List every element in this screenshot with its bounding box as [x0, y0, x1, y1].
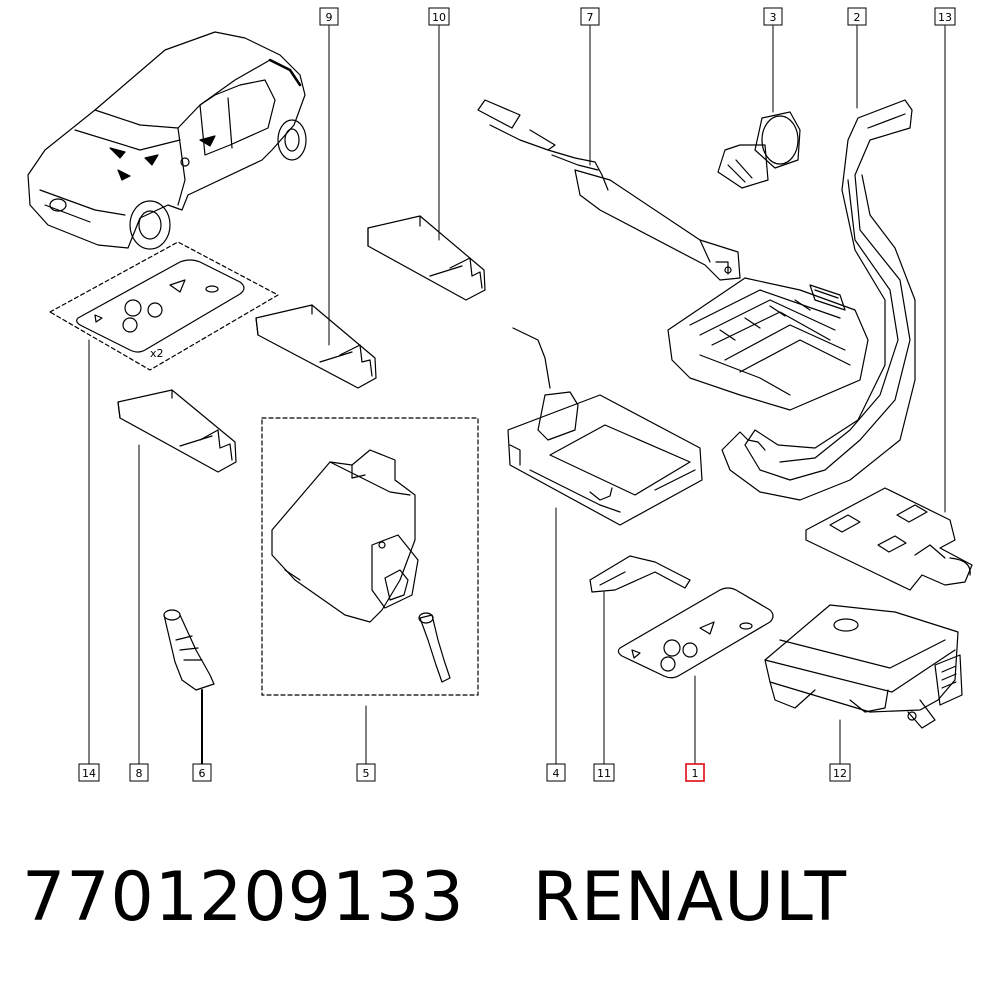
callout-8: 8	[129, 763, 149, 782]
svg-text:6: 6	[199, 767, 206, 780]
fuse-box	[667, 277, 869, 411]
svg-text:14: 14	[82, 767, 96, 780]
callout-6: 6	[192, 763, 212, 782]
svg-text:4: 4	[553, 767, 560, 780]
svg-text:3: 3	[770, 11, 777, 24]
part-11-key-blade	[589, 555, 691, 593]
svg-text:1: 1	[692, 767, 699, 780]
svg-text:8: 8	[136, 767, 143, 780]
callout-10: 10	[428, 7, 450, 26]
callout-11: 11	[593, 763, 615, 782]
callout-7: 7	[580, 7, 600, 26]
callout-9: 9	[319, 7, 339, 26]
part-14-keycard-set: x2	[49, 241, 279, 371]
brand-name: RENAULT	[532, 858, 848, 937]
callout-3: 3	[763, 7, 783, 26]
callout-5: 5	[356, 763, 376, 782]
part-13-bracket	[805, 487, 973, 591]
footer-caption: 7701209133 RENAULT	[22, 858, 847, 948]
part-5-control-unit	[261, 417, 479, 696]
part-number: 7701209133	[22, 858, 465, 937]
callout-14: 14	[78, 763, 100, 782]
callout-2: 2	[847, 7, 867, 26]
part-2-strap	[721, 99, 916, 501]
part-10-antenna-bar	[367, 215, 486, 301]
part-7-harness	[477, 99, 741, 281]
svg-text:9: 9	[326, 11, 333, 24]
svg-text:13: 13	[938, 11, 952, 24]
car-illustration	[27, 31, 307, 250]
part-6-bolt	[163, 609, 215, 691]
svg-text:12: 12	[833, 767, 847, 780]
callout-1: 1	[685, 763, 705, 782]
part-8-antenna-bar	[117, 389, 237, 473]
svg-text:2: 2	[854, 11, 861, 24]
leader-lines	[88, 25, 946, 765]
part-4-reader-module	[507, 327, 703, 526]
part-1-keycard	[617, 587, 774, 679]
svg-text:10: 10	[432, 11, 446, 24]
part-12-ecu	[764, 604, 963, 729]
callout-12: 12	[829, 763, 851, 782]
callouts: 9 10 7 3 2 13 14 8	[78, 7, 956, 782]
multiplier-label: x2	[150, 347, 164, 360]
svg-text:11: 11	[597, 767, 611, 780]
callout-13: 13	[934, 7, 956, 26]
part-3-socket	[717, 111, 801, 189]
svg-text:7: 7	[587, 11, 594, 24]
callout-4: 4	[546, 763, 566, 782]
part-9-antenna-bar	[255, 304, 377, 389]
svg-text:5: 5	[363, 767, 370, 780]
